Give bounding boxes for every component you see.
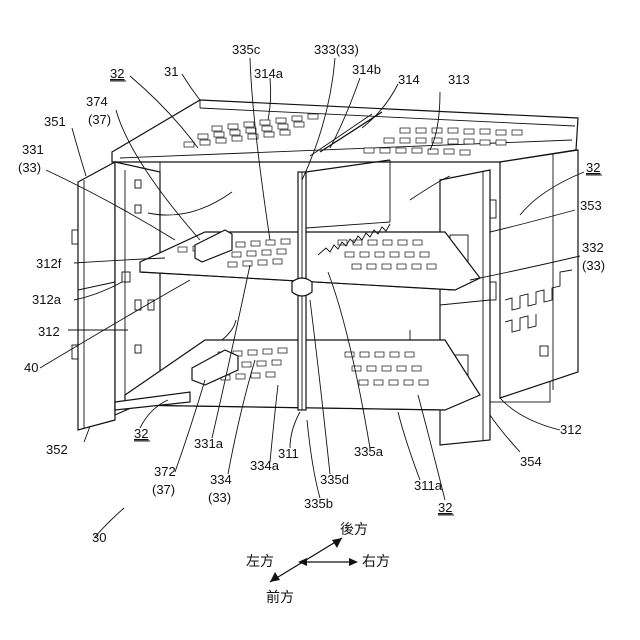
label-314a: 314a: [254, 66, 284, 81]
label-32-right: 32: [586, 160, 600, 175]
label-335c: 335c: [232, 42, 261, 57]
right-side-wall: [500, 150, 578, 398]
label-312f: 312f: [36, 256, 62, 271]
label-314: 314: [398, 72, 420, 87]
label-335a: 335a: [354, 444, 384, 459]
label-335d: 335d: [320, 472, 349, 487]
storage-rack-drawing: [72, 100, 578, 445]
label-331: 331: [22, 142, 44, 157]
label-32-lower-right: 32: [438, 500, 452, 515]
label-333: 333(33): [314, 42, 359, 57]
arrow-right-icon: [349, 558, 358, 566]
label-31: 31: [164, 64, 178, 79]
label-334a: 334a: [250, 458, 280, 473]
label-335b: 335b: [304, 496, 333, 511]
direction-indicator: 後方 左方 右方 前方: [246, 522, 390, 606]
top-plate: [112, 100, 578, 162]
label-40: 40: [24, 360, 38, 375]
label-32-top: 32: [110, 66, 124, 81]
label-314b: 314b: [352, 62, 381, 77]
label-311: 311: [278, 446, 299, 461]
label-37-upper: (37): [88, 112, 111, 127]
label-332: 332: [582, 240, 604, 255]
label-351: 351: [44, 114, 66, 129]
label-33-left: (33): [18, 160, 41, 175]
label-back: 後方: [340, 522, 368, 538]
label-331a: 331a: [194, 436, 224, 451]
label-left: 左方: [246, 554, 274, 570]
label-37-lower: (37): [152, 482, 175, 497]
label-353: 353: [580, 198, 602, 213]
label-313: 313: [448, 72, 470, 87]
label-312-left: 312: [38, 324, 60, 339]
label-372: 372: [154, 464, 176, 479]
label-front: 前方: [266, 589, 294, 606]
label-311a: 311a: [414, 478, 443, 493]
label-32-lower-left: 32: [134, 426, 148, 441]
label-right: 右方: [362, 554, 390, 570]
label-352: 352: [46, 442, 68, 457]
label-374: 374: [86, 94, 108, 109]
label-30: 30: [92, 530, 106, 545]
label-334: 334: [210, 472, 232, 487]
label-354: 354: [520, 454, 542, 469]
label-33-lower: (33): [208, 490, 231, 505]
label-33-right: (33): [582, 258, 605, 273]
label-312-right: 312: [560, 422, 582, 437]
label-312a: 312a: [32, 292, 62, 307]
